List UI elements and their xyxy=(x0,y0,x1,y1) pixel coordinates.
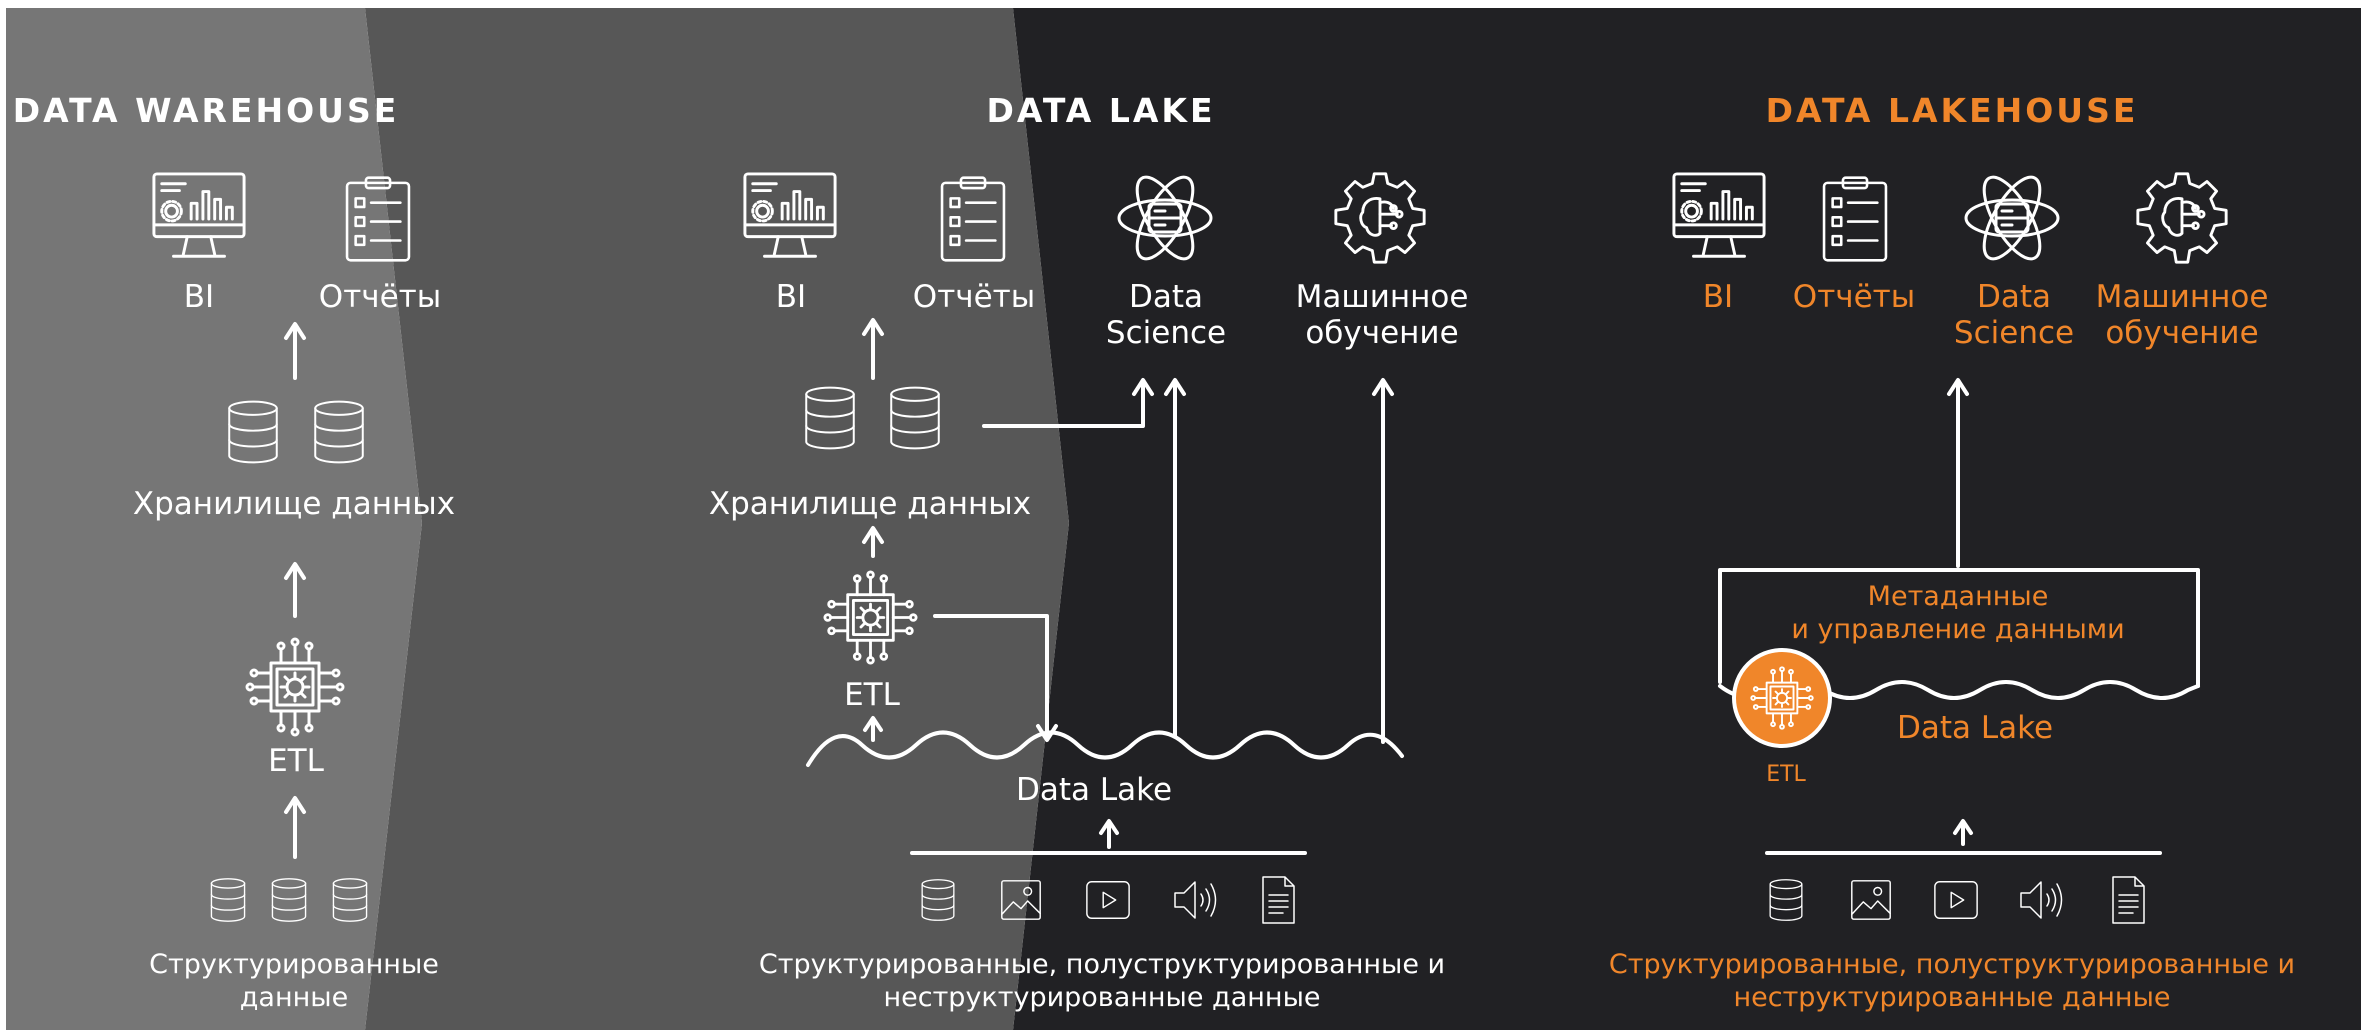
lake-section: DATA LAKE BI Отчёты Data Science Машинно… xyxy=(709,91,1469,1013)
bi-label: BI xyxy=(1703,279,1733,315)
warehouse-title: DATA WAREHOUSE xyxy=(13,91,400,130)
arrow-storage-to-bi xyxy=(862,318,884,380)
arrow-storage-to-ds xyxy=(982,378,1154,428)
reports-label: Отчёты xyxy=(913,279,1035,315)
data-lake-label: Data Lake xyxy=(1016,772,1172,808)
etl-label: ETL xyxy=(844,677,901,713)
metadata-label-line1: Метаданные xyxy=(1868,581,2049,612)
reports-label: Отчёты xyxy=(1793,279,1915,315)
warehouse-panel xyxy=(6,8,422,1030)
source-label-line2: неструктурированные данные xyxy=(1733,982,2170,1013)
source-label-line1: Структурированные, полуструктурированные… xyxy=(1609,949,2295,980)
source-label-line1: Структурированные xyxy=(149,949,439,980)
reports-label: Отчёты xyxy=(319,279,441,315)
arrow-sources-to-lakehouse xyxy=(1953,819,1973,846)
storage-label: Хранилище данных xyxy=(133,486,455,522)
arrow-lake-to-etl xyxy=(863,716,883,742)
data-lake-label: Data Lake xyxy=(1897,710,2053,746)
ds-label-line2: Science xyxy=(1954,315,2074,351)
metadata-frame xyxy=(1718,568,2200,688)
etl-label: ETL xyxy=(1766,762,1806,787)
source-label-line2: данные xyxy=(240,982,348,1013)
lakehouse-title: DATA LAKEHOUSE xyxy=(1766,91,2139,130)
ml-label-line2: обучение xyxy=(2105,315,2258,351)
bi-label: BI xyxy=(184,279,214,315)
arrow-etl-to-storage xyxy=(284,562,306,618)
ml-label-line1: Машинное xyxy=(2096,279,2269,315)
source-label-line1: Структурированные, полуструктурированные… xyxy=(759,949,1445,980)
data-lake-wave xyxy=(806,730,1404,767)
ds-label-line1: Data xyxy=(1129,279,1203,315)
arrow-storage-to-bi xyxy=(284,322,306,380)
lakehouse-section: DATA LAKEHOUSE BI Отчёты Data Science Ма… xyxy=(1609,91,2295,1013)
etl-badge xyxy=(1732,648,1832,748)
arrow-source-to-etl xyxy=(284,796,306,859)
ml-label-line2: обучение xyxy=(1305,315,1458,351)
arrow-etl-to-storage xyxy=(862,526,884,558)
lake-title: DATA LAKE xyxy=(986,91,1215,130)
warehouse-section: DATA WAREHOUSE BI Отчёты Хранилище данны… xyxy=(13,91,455,1013)
etl-label: ETL xyxy=(268,743,325,779)
arrow-sources-to-lake xyxy=(1099,819,1119,849)
arrow-lakehouse-to-consumers xyxy=(1947,378,1969,568)
ds-label-line2: Science xyxy=(1106,315,1226,351)
bi-label: BI xyxy=(776,279,806,315)
ds-label-line1: Data xyxy=(1977,279,2051,315)
metadata-label-line2: и управление данными xyxy=(1791,614,2124,645)
arrow-lake-to-ds xyxy=(1164,378,1186,738)
lakehouse-panel xyxy=(1013,8,2361,1030)
ml-label-line1: Машинное xyxy=(1296,279,1469,315)
storage-label: Хранилище данных xyxy=(709,486,1031,522)
lake-panel xyxy=(365,8,1069,1030)
arrow-lake-to-ml xyxy=(1372,378,1394,744)
source-label-line2: неструктурированные данные xyxy=(883,982,1320,1013)
